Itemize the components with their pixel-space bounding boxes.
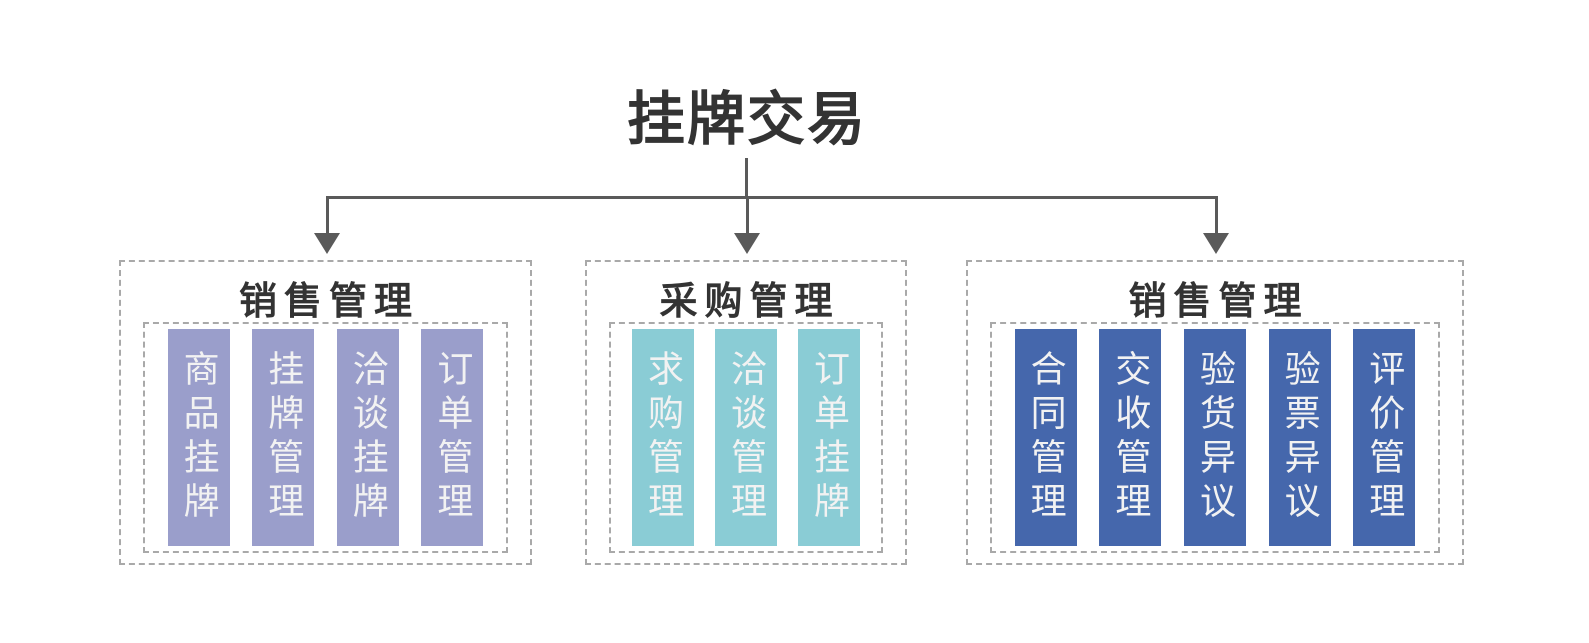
group-title: 销售管理 xyxy=(238,281,419,323)
module-bar: 验货异议 xyxy=(1183,329,1246,546)
module-bar: 商品挂牌 xyxy=(167,329,230,546)
arrow-down-icon xyxy=(314,233,340,254)
group-box-sales-right: 销售管理 合同管理 交收管理 验货异议 验票异议 评价管理 xyxy=(966,260,1464,565)
module-bar: 合同管理 xyxy=(1014,329,1077,546)
group-title: 销售管理 xyxy=(1128,281,1309,323)
connector-drop-middle xyxy=(746,196,749,234)
group-box-sales-left: 销售管理 商品挂牌 挂牌管理 洽谈挂牌 订单管理 xyxy=(119,260,532,565)
module-bar: 求购管理 xyxy=(632,329,694,546)
module-bar: 验票异议 xyxy=(1268,329,1331,546)
connector-drop-right xyxy=(1215,196,1218,234)
module-bar: 挂牌管理 xyxy=(252,329,315,546)
connector-horizontal-line xyxy=(326,196,1218,199)
connector-drop-left xyxy=(326,196,329,234)
group-title: 采购管理 xyxy=(659,281,840,323)
arrow-down-icon xyxy=(1203,233,1229,254)
group-box-procurement: 采购管理 求购管理 洽谈管理 订单挂牌 xyxy=(585,260,907,565)
module-bar: 评价管理 xyxy=(1353,329,1416,546)
module-bar: 洽谈管理 xyxy=(715,329,777,546)
module-bar: 订单挂牌 xyxy=(798,329,860,546)
module-bar: 洽谈挂牌 xyxy=(336,329,399,546)
diagram-title: 挂牌交易 xyxy=(626,87,868,152)
connector-stem xyxy=(745,158,748,198)
group-modules-panel: 合同管理 交收管理 验货异议 验票异议 评价管理 xyxy=(990,322,1440,553)
group-modules-panel: 求购管理 洽谈管理 订单挂牌 xyxy=(609,322,883,553)
group-modules-panel: 商品挂牌 挂牌管理 洽谈挂牌 订单管理 xyxy=(143,322,508,553)
module-bar: 交收管理 xyxy=(1099,329,1162,546)
module-bar: 订单管理 xyxy=(421,329,484,546)
arrow-down-icon xyxy=(734,233,760,254)
